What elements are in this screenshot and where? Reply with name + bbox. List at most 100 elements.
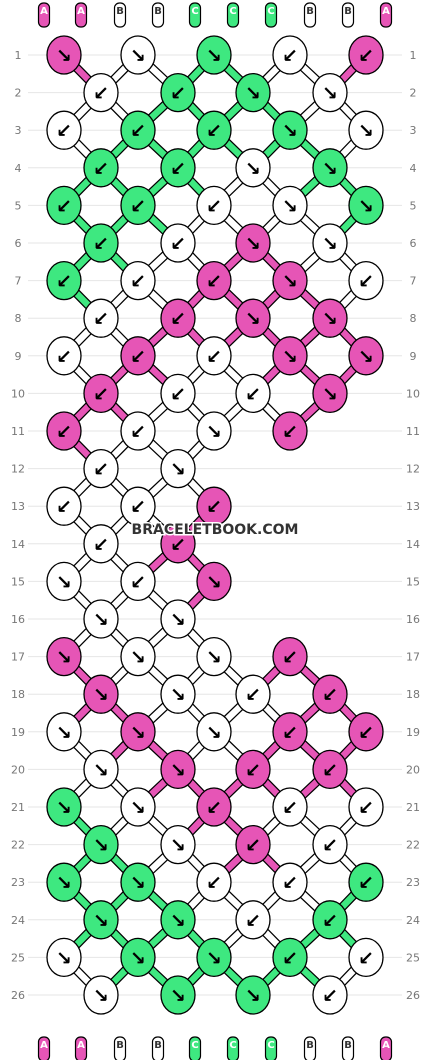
- row-number-left: 3: [15, 124, 22, 137]
- arrow-down-left-icon: ↙: [206, 797, 222, 819]
- knot-oval: [46, 561, 82, 602]
- arrow-down-left-icon: ↙: [130, 346, 146, 368]
- knot-oval: [235, 223, 271, 263]
- knot-oval: [348, 862, 384, 902]
- knot-oval: [160, 975, 196, 1015]
- knot-oval: [235, 824, 271, 865]
- arrow-down-left-icon: ↙: [245, 383, 261, 405]
- knot-oval: [120, 260, 156, 301]
- knot: ↘: [272, 336, 308, 376]
- arrow-down-right-icon: ↘: [170, 759, 186, 781]
- knot-oval: [46, 712, 82, 752]
- knot: ↘: [272, 185, 308, 226]
- arrow-down-left-icon: ↙: [206, 496, 222, 518]
- row-number-left: 4: [15, 162, 22, 175]
- arrow-down-left-icon: ↙: [245, 835, 261, 857]
- knot-oval: [272, 787, 308, 827]
- arrow-down-left-icon: ↙: [170, 83, 186, 105]
- knot: ↘: [196, 35, 232, 75]
- arrow-down-right-icon: ↘: [93, 910, 109, 932]
- knot-oval: [120, 185, 156, 226]
- bottom-string-tab: C: [226, 1036, 240, 1060]
- knot: ↘: [235, 72, 271, 113]
- arrow-down-left-icon: ↙: [322, 910, 338, 932]
- knot-oval: [196, 336, 232, 376]
- knot: ↘: [196, 937, 232, 978]
- knot-oval: [272, 937, 308, 978]
- arrow-down-left-icon: ↙: [206, 872, 222, 894]
- arrow-down-right-icon: ↘: [358, 120, 374, 142]
- knot-oval: [160, 674, 196, 714]
- row-number-right: 7: [410, 275, 417, 288]
- svg-text:C: C: [191, 6, 198, 17]
- bottom-string-tab: B: [113, 1036, 127, 1060]
- knot: ↘: [160, 900, 196, 940]
- arrow-down-right-icon: ↘: [130, 722, 146, 744]
- knot: ↙: [272, 35, 308, 75]
- knot-oval: [348, 787, 384, 827]
- bottom-string-tab: B: [341, 1036, 355, 1060]
- svg-text:A: A: [382, 1040, 390, 1051]
- knot-oval: [348, 110, 384, 150]
- arrow-down-left-icon: ↙: [93, 83, 109, 105]
- arrow-down-left-icon: ↙: [282, 872, 298, 894]
- arrow-down-left-icon: ↙: [358, 947, 374, 969]
- arrow-down-left-icon: ↙: [130, 271, 146, 293]
- arrow-down-left-icon: ↙: [282, 722, 298, 744]
- arrow-down-right-icon: ↘: [322, 83, 338, 105]
- arrow-down-left-icon: ↙: [170, 308, 186, 330]
- arrow-down-right-icon: ↘: [206, 421, 222, 443]
- row-number-left: 10: [11, 387, 25, 400]
- knot: ↙: [348, 787, 384, 827]
- knot-oval: [348, 260, 384, 301]
- knot-oval: [83, 975, 119, 1015]
- row-number-left: 26: [11, 989, 25, 1002]
- row-number-right: 5: [410, 199, 417, 212]
- knot-oval: [272, 411, 308, 451]
- knot-oval: [46, 260, 82, 301]
- knot: ↘: [83, 975, 119, 1015]
- knot: ↙: [196, 862, 232, 902]
- arrow-down-left-icon: ↙: [56, 195, 72, 217]
- knot: ↘: [120, 712, 156, 752]
- knot-oval: [235, 298, 271, 338]
- knot: ↙: [46, 185, 82, 226]
- knot: ↙: [160, 223, 196, 263]
- arrow-down-left-icon: ↙: [56, 421, 72, 443]
- row-number-left: 13: [11, 500, 25, 513]
- knot: ↙: [83, 72, 119, 113]
- row-number-left: 25: [11, 951, 25, 964]
- row-number-left: 14: [11, 538, 25, 551]
- knot: ↘: [160, 824, 196, 865]
- knot: ↙: [160, 298, 196, 338]
- arrow-down-left-icon: ↙: [282, 947, 298, 969]
- knot-oval: [46, 862, 82, 902]
- arrow-down-right-icon: ↘: [282, 271, 298, 293]
- knot-oval: [120, 486, 156, 526]
- arrow-down-left-icon: ↙: [56, 120, 72, 142]
- row-number-right: 17: [406, 651, 420, 664]
- knot-oval: [348, 185, 384, 226]
- row-number-right: 19: [406, 726, 420, 739]
- arrow-down-left-icon: ↙: [170, 158, 186, 180]
- row-number-right: 14: [406, 538, 420, 551]
- row-number-right: 10: [406, 387, 420, 400]
- knot: ↙: [312, 824, 348, 865]
- knot: ↙: [46, 110, 82, 150]
- knot: ↙: [196, 787, 232, 827]
- knot: ↙: [348, 260, 384, 301]
- top-string-tab: C: [264, 2, 278, 28]
- top-string-tab: B: [113, 2, 127, 28]
- knot-oval: [312, 148, 348, 188]
- knot: ↘: [312, 373, 348, 414]
- knot: ↘: [83, 824, 119, 865]
- knot: ↘: [272, 110, 308, 150]
- knot-oval: [46, 185, 82, 226]
- knot-oval: [196, 185, 232, 226]
- knot: ↘: [120, 862, 156, 902]
- row-number-right: 26: [406, 989, 420, 1002]
- knot-oval: [312, 824, 348, 865]
- arrow-down-right-icon: ↘: [170, 684, 186, 706]
- arrow-down-left-icon: ↙: [206, 120, 222, 142]
